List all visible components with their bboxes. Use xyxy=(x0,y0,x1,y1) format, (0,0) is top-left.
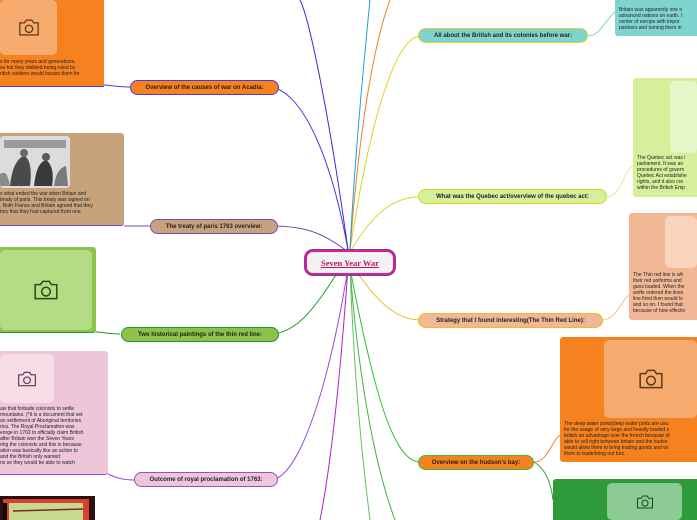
camera-icon xyxy=(638,369,664,389)
bottom-left-painting[interactable] xyxy=(3,499,89,520)
camera-icon xyxy=(17,371,37,387)
image-placeholder[interactable] xyxy=(670,81,697,153)
image-placeholder[interactable] xyxy=(665,216,697,268)
camera-icon xyxy=(18,19,40,36)
hudsons-bay-card: The deep water ports(deep water ports ar… xyxy=(560,337,697,462)
image-placeholder[interactable] xyxy=(604,340,697,418)
proclamation-card: aw that forbade colonists to settle moun… xyxy=(0,351,108,475)
treaty-text-4: tory that they had captured from one xyxy=(0,209,81,215)
acadia-card: s for many years and generations, se but… xyxy=(0,0,104,87)
camera-icon xyxy=(33,280,59,300)
central-topic-title: Seven Year War xyxy=(321,258,379,268)
treaty-card: s what ended the war when Britain and tr… xyxy=(0,133,124,226)
camera-icon xyxy=(636,495,654,509)
node-treaty-of-paris[interactable]: The treaty of paris 1763 overview: xyxy=(150,219,278,234)
node-thin-red-line-paintings[interactable]: Two historical paintings of the thin red… xyxy=(121,327,279,342)
hudsons-bay-text-6: them to trade/bring out furs. xyxy=(564,451,625,457)
node-hudsons-bay[interactable]: Overview on the hudson's bay: xyxy=(418,455,534,470)
british-text-4: partners and turning them in xyxy=(619,25,682,31)
bottom-left-card xyxy=(0,496,95,520)
thin-red-line-text-7: because of how effectiv xyxy=(633,308,685,314)
central-topic[interactable]: Seven Year War xyxy=(305,250,395,275)
image-placeholder[interactable] xyxy=(0,250,92,330)
paintings-card xyxy=(0,247,96,333)
quebec-card: The Quebec act was l parliament. It was … xyxy=(633,78,697,197)
node-quebec-act[interactable]: What was the Quebec act/overview of the … xyxy=(418,189,607,204)
proclamation-text-10: ns so they would be able to watch xyxy=(0,460,75,466)
quebec-text-6: within the British Emp xyxy=(637,185,685,191)
image-placeholder[interactable] xyxy=(0,354,54,403)
british-card: Britain was apparently one o advanced na… xyxy=(615,0,697,36)
node-british-colonies[interactable]: All about the British and its colonies b… xyxy=(418,28,588,43)
acadia-text-3: ritish soldiers would harass them for xyxy=(0,71,80,77)
node-royal-proclamation[interactable]: Outcome of royal proclamation of 1763: xyxy=(134,472,278,487)
node-acadia[interactable]: Overview of the causes of war on Acadia: xyxy=(130,80,279,95)
node-thin-red-line-strategy[interactable]: Strategy that I found interesting(The Th… xyxy=(418,313,603,328)
treaty-painting[interactable] xyxy=(0,136,70,188)
thin-red-line-card: The Thin red line is wh their red unifor… xyxy=(629,213,697,320)
image-placeholder[interactable] xyxy=(607,483,682,520)
image-placeholder[interactable] xyxy=(0,0,57,55)
bottom-right-card xyxy=(553,479,697,520)
